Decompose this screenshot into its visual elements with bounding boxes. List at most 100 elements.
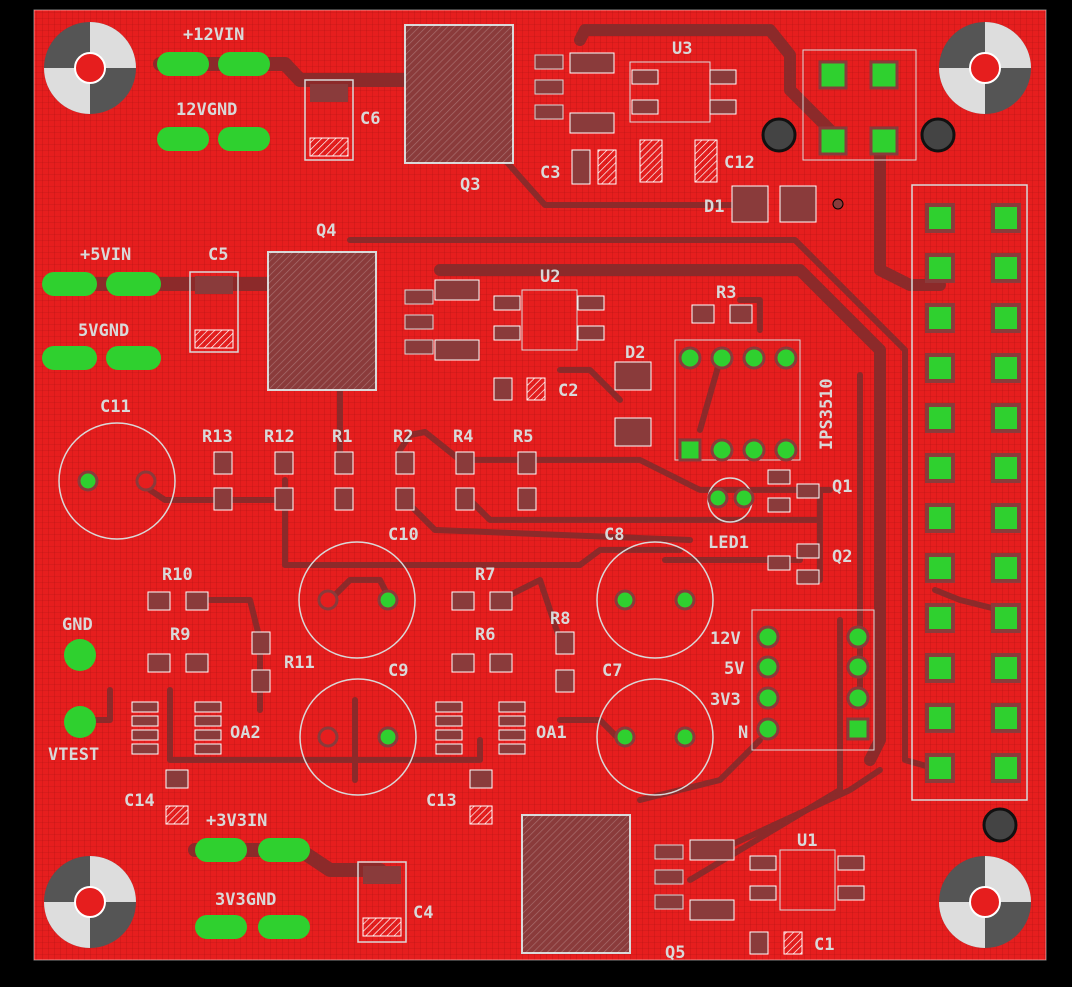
header-pin[interactable] <box>925 603 955 633</box>
pad-vtest[interactable] <box>64 706 96 738</box>
pad-3v3in-1[interactable] <box>195 838 247 862</box>
label-c5: C5 <box>208 245 228 265</box>
resistor-r13[interactable] <box>213 451 233 511</box>
opamp-oa1[interactable] <box>435 701 526 755</box>
capacitor-c4[interactable] <box>357 861 407 943</box>
label-vtest: VTEST <box>48 745 99 765</box>
pad-5vin-2[interactable] <box>106 272 161 296</box>
header-pin[interactable] <box>925 203 955 233</box>
header-pin[interactable] <box>925 253 955 283</box>
regulator-u1[interactable] <box>689 839 865 921</box>
capacitor-c13[interactable] <box>469 769 493 825</box>
header-pin[interactable] <box>991 753 1021 783</box>
voltage-selector-header[interactable] <box>751 609 875 751</box>
capacitor-c3[interactable] <box>571 149 617 185</box>
transistor-q1[interactable] <box>767 469 820 513</box>
header-pin[interactable] <box>991 403 1021 433</box>
pad-12vgnd-2[interactable] <box>218 127 270 151</box>
pad-5vgnd-2[interactable] <box>106 346 161 370</box>
capacitor-c12[interactable] <box>639 139 718 183</box>
capacitor-c6[interactable] <box>304 79 354 161</box>
header-pin[interactable] <box>925 453 955 483</box>
header-pin[interactable] <box>925 753 955 783</box>
label-c2: C2 <box>558 381 578 401</box>
header-pin[interactable] <box>991 453 1021 483</box>
power-connector-top-right[interactable] <box>802 49 917 161</box>
resistor-r4[interactable] <box>455 451 475 511</box>
header-pin[interactable] <box>991 353 1021 383</box>
header-pin[interactable] <box>925 403 955 433</box>
diode-d1[interactable] <box>731 185 844 223</box>
label-q3: Q3 <box>460 175 480 195</box>
transistor-q5[interactable] <box>521 814 684 954</box>
resistor-r5[interactable] <box>517 451 537 511</box>
transistor-q3[interactable] <box>404 24 564 164</box>
label-q4: Q4 <box>316 221 336 241</box>
header-pin[interactable] <box>991 553 1021 583</box>
resistor-r10[interactable] <box>147 591 209 611</box>
pad-12vin-1[interactable] <box>157 52 209 76</box>
pad-3v3gnd-1[interactable] <box>195 915 247 939</box>
mount-hole-top-right[interactable] <box>939 22 1031 114</box>
drill-hole <box>920 117 956 153</box>
diode-d2[interactable] <box>614 361 652 447</box>
resistor-r12[interactable] <box>274 451 294 511</box>
header-pin[interactable] <box>991 703 1021 733</box>
label-r10: R10 <box>162 565 193 585</box>
header-pin[interactable] <box>925 553 955 583</box>
mount-hole-bottom-right[interactable] <box>939 856 1031 948</box>
capacitor-c11[interactable] <box>58 422 176 540</box>
opamp-oa2[interactable] <box>131 701 222 755</box>
pad-3v3in-2[interactable] <box>258 838 310 862</box>
label-d2: D2 <box>625 343 645 363</box>
label-3v3: 3V3 <box>710 690 741 710</box>
header-pin[interactable] <box>991 653 1021 683</box>
header-pin[interactable] <box>925 653 955 683</box>
header-pin[interactable] <box>991 503 1021 533</box>
capacitor-c8[interactable] <box>596 541 714 659</box>
regulator-u3[interactable] <box>569 52 737 134</box>
resistor-r8[interactable] <box>555 631 575 693</box>
capacitor-c10[interactable] <box>298 541 416 659</box>
trace-layer <box>53 24 1003 883</box>
resistor-r3[interactable] <box>691 304 753 324</box>
header-pin[interactable] <box>925 303 955 333</box>
capacitor-c9[interactable] <box>299 678 417 796</box>
led-1[interactable] <box>707 477 755 523</box>
header-pin[interactable] <box>991 303 1021 333</box>
mount-hole-bottom-left[interactable] <box>44 856 136 948</box>
transistor-q2[interactable] <box>767 543 820 585</box>
resistor-r1[interactable] <box>334 451 354 511</box>
capacitor-c2[interactable] <box>493 377 546 401</box>
pad-12vgnd-1[interactable] <box>157 127 209 151</box>
transistor-q4[interactable] <box>267 251 434 391</box>
pin-header-right[interactable] <box>911 184 1028 801</box>
pad-5vgnd-1[interactable] <box>42 346 97 370</box>
capacitor-c14[interactable] <box>165 769 189 825</box>
pad-12vin-2[interactable] <box>218 52 270 76</box>
header-pin[interactable] <box>925 703 955 733</box>
pad-5vin-1[interactable] <box>42 272 97 296</box>
header-pin[interactable] <box>991 253 1021 283</box>
pad-3v3gnd-2[interactable] <box>258 915 310 939</box>
resistor-r9[interactable] <box>147 653 209 673</box>
resistor-r2[interactable] <box>395 451 415 511</box>
header-pin[interactable] <box>991 203 1021 233</box>
resistor-r6[interactable] <box>451 653 513 673</box>
sensor-ips3510[interactable] <box>674 339 801 462</box>
regulator-u2[interactable] <box>434 279 605 361</box>
label-c3: C3 <box>540 163 560 183</box>
header-pin[interactable] <box>925 353 955 383</box>
mount-hole-top-left[interactable] <box>44 22 136 114</box>
label-3v3in: +3V3IN <box>206 811 267 831</box>
header-pin[interactable] <box>925 503 955 533</box>
capacitor-c7[interactable] <box>596 678 714 796</box>
label-u1: U1 <box>797 831 817 851</box>
header-pin[interactable] <box>991 603 1021 633</box>
capacitor-c5[interactable] <box>189 271 239 353</box>
resistor-r11[interactable] <box>251 631 271 693</box>
resistor-r7[interactable] <box>451 591 513 611</box>
pad-gnd[interactable] <box>64 639 96 671</box>
capacitor-c1[interactable] <box>749 931 803 955</box>
